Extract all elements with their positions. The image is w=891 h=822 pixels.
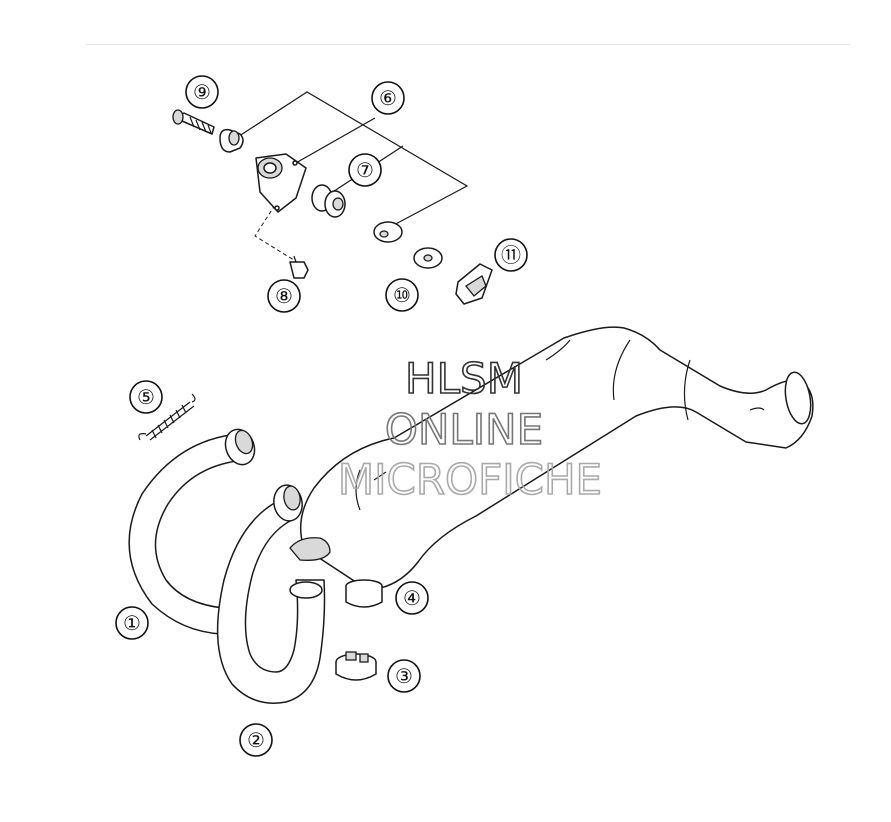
callout-9: ⑨ bbox=[185, 75, 219, 109]
top-divider bbox=[86, 44, 850, 45]
muffler-part bbox=[289, 326, 814, 591]
svg-text:⑤: ⑤ bbox=[137, 387, 155, 409]
sleeve-part bbox=[345, 579, 383, 608]
washer-upper-part bbox=[373, 221, 403, 243]
bracket-part bbox=[255, 153, 307, 213]
callout-2: ② bbox=[239, 723, 273, 757]
callout-3: ③ bbox=[387, 659, 421, 693]
callout-11: ⑪ bbox=[494, 238, 528, 272]
svg-text:②: ② bbox=[247, 730, 265, 752]
svg-text:⑨: ⑨ bbox=[193, 82, 211, 104]
watermark-line-3: MICROFICHE bbox=[338, 455, 602, 504]
callout-1: ① bbox=[115, 606, 149, 640]
clip-nut-part bbox=[455, 263, 493, 305]
spring-part bbox=[138, 393, 196, 441]
bolt-part bbox=[172, 109, 215, 135]
screw-part bbox=[289, 255, 309, 279]
header-pipe-2 bbox=[216, 484, 326, 704]
callout-6: ⑥ bbox=[371, 81, 405, 115]
svg-text:⑥: ⑥ bbox=[379, 88, 397, 110]
svg-text:⑧: ⑧ bbox=[275, 286, 293, 308]
svg-text:⑦: ⑦ bbox=[356, 160, 374, 182]
spacer-part bbox=[219, 128, 244, 153]
svg-text:⑩: ⑩ bbox=[393, 285, 411, 307]
grommet-part bbox=[311, 184, 346, 218]
watermark-line-1: HLSM bbox=[405, 354, 523, 403]
callouts: ⑨ ⑥ ⑦ ⑧ ⑩ ⑪ ⑤ ① bbox=[115, 75, 528, 757]
header-pipe-1 bbox=[128, 428, 256, 635]
callout-10: ⑩ bbox=[385, 278, 419, 312]
clamp-part bbox=[335, 651, 377, 681]
svg-text:①: ① bbox=[123, 613, 141, 635]
callout-4: ④ bbox=[395, 581, 429, 615]
watermark: HLSM ONLINE MICROFICHE bbox=[337, 353, 603, 505]
callout-8: ⑧ bbox=[267, 279, 301, 313]
svg-text:⑪: ⑪ bbox=[501, 244, 521, 267]
washer-part bbox=[413, 247, 443, 269]
svg-text:④: ④ bbox=[403, 588, 421, 610]
watermark-line-2: ONLINE bbox=[385, 405, 543, 454]
callout-5: ⑤ bbox=[129, 380, 163, 414]
svg-text:③: ③ bbox=[395, 666, 413, 688]
callout-7: ⑦ bbox=[348, 153, 382, 187]
